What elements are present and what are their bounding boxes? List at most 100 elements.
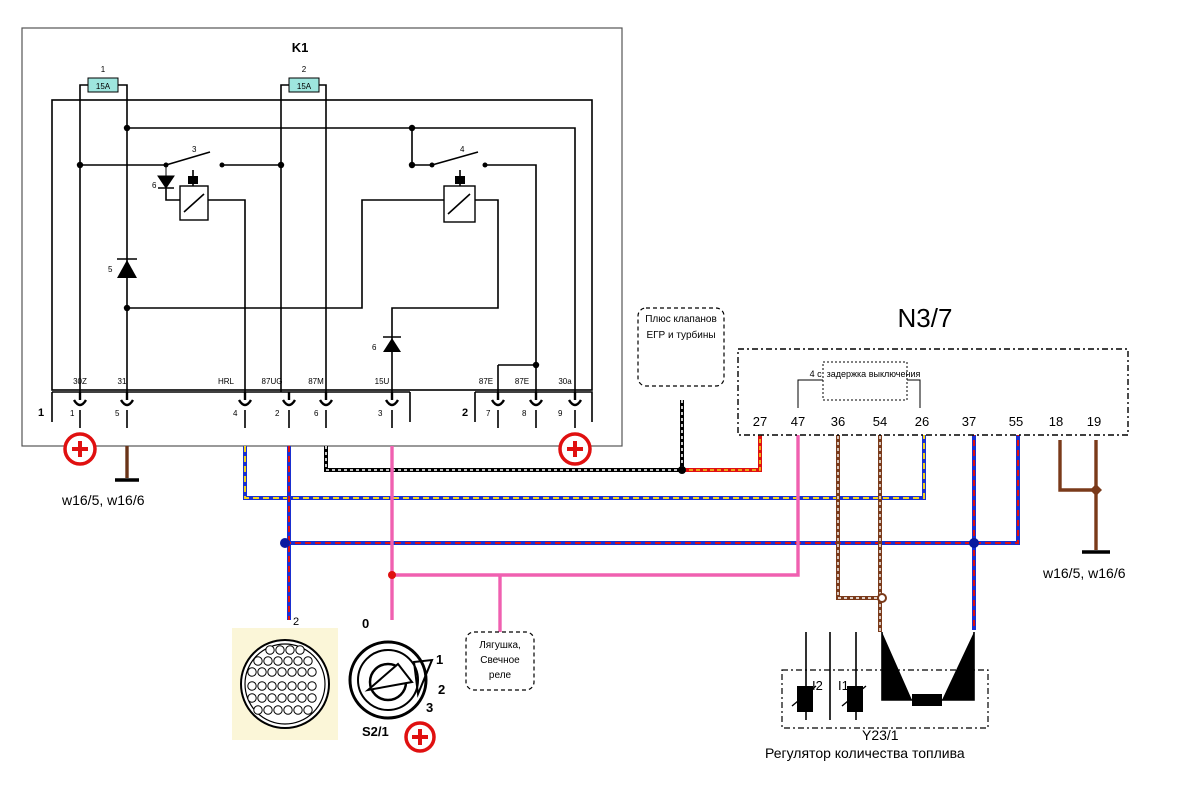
connector-pin xyxy=(277,681,287,691)
pin-num-1: 1 xyxy=(70,409,75,418)
glow-relay-note-text: Лягушка, Свечное реле xyxy=(479,640,521,681)
connector-pin xyxy=(303,705,313,715)
connector-2-num: 2 xyxy=(462,407,468,419)
pin-label-31: 31 xyxy=(118,377,127,386)
pin-label-87e-b: 87E xyxy=(515,377,529,386)
connector-pin xyxy=(267,693,277,703)
svg-text:6: 6 xyxy=(152,181,157,190)
fuel-quantity-regulator: I2 I1 Y23/1 Регулятор количества топлива xyxy=(765,632,989,761)
svg-text:1: 1 xyxy=(101,65,106,74)
pin-num-7: 7 xyxy=(486,409,491,418)
diode-6-upper: 6 xyxy=(152,165,180,201)
connector-pin xyxy=(297,693,307,703)
pin-label-87e-a: 87E xyxy=(479,377,493,386)
svg-text:5: 5 xyxy=(108,265,113,274)
n37-pin-36: 36 xyxy=(831,414,845,429)
connector-pin xyxy=(267,681,277,691)
ignition-label: S2/1 xyxy=(362,724,389,739)
n37-pin-18: 18 xyxy=(1049,414,1063,429)
connector-pin xyxy=(283,705,293,715)
plus-icon xyxy=(404,721,436,753)
egr-note: Плюс клапанов ЕГР и турбины xyxy=(637,307,725,387)
svg-text:15A: 15A xyxy=(297,82,312,91)
n37-delay-note: 4 с. задержка выключения xyxy=(810,369,921,379)
connector-pin xyxy=(273,656,283,666)
connector-pin xyxy=(287,681,297,691)
n37-delay-text: 4 с. задержка выключения xyxy=(810,369,921,379)
connector-pin xyxy=(257,693,267,703)
ground-label-right: w16/5, w16/6 xyxy=(1042,565,1126,581)
k1-relay-module: K1 1 15A 2 15A xyxy=(21,27,623,447)
plus-icon xyxy=(63,432,97,466)
connector-pin xyxy=(295,645,305,655)
connector-pin xyxy=(247,693,257,703)
ignition-pos-2: 2 xyxy=(438,682,445,697)
svg-text:3: 3 xyxy=(192,145,197,154)
pin-num-5: 5 xyxy=(115,409,120,418)
connector-pin xyxy=(293,705,303,715)
connector-pin xyxy=(263,705,273,715)
connector-pin xyxy=(253,656,263,666)
diode-5: 5 xyxy=(108,258,137,278)
ignition-pos-1: 1 xyxy=(436,652,443,667)
svg-text:2: 2 xyxy=(302,65,307,74)
connector-pin xyxy=(257,667,267,677)
connector-pin xyxy=(263,656,273,666)
ground-icon xyxy=(115,446,139,482)
connector-pin xyxy=(277,667,287,677)
connector-pin xyxy=(247,681,257,691)
connector-pin xyxy=(267,667,277,677)
connector-pin xyxy=(297,681,307,691)
plus-icon xyxy=(558,432,592,466)
n37-pin-54: 54 xyxy=(873,414,887,429)
ground-label-left: w16/5, w16/6 xyxy=(61,492,145,508)
svg-text:6: 6 xyxy=(372,343,377,352)
connector-pin xyxy=(285,645,295,655)
k1-pin-terminals xyxy=(72,392,583,407)
pin-label-30z: 30Z xyxy=(73,377,87,386)
y23-i1: I1 xyxy=(838,678,849,693)
n37-pin-37: 37 xyxy=(962,414,976,429)
n37-pin-47: 47 xyxy=(791,414,805,429)
y23-i2: I2 xyxy=(812,678,823,693)
diode-6-lower: 6 xyxy=(372,336,401,352)
fuse-1: 1 15A xyxy=(79,65,128,100)
connector-pins xyxy=(247,645,317,715)
connector-pin xyxy=(287,667,297,677)
ignition-switch: 0 1 2 3 S2/1 xyxy=(348,616,445,739)
pin-label-15u: 15U xyxy=(375,377,390,386)
connector-pin xyxy=(307,681,317,691)
connector-pin xyxy=(283,656,293,666)
n37-pin-27: 27 xyxy=(753,414,767,429)
connector-pin xyxy=(293,656,303,666)
relay-4: 4 xyxy=(429,145,488,223)
connector-pin xyxy=(275,645,285,655)
n37-title: N3/7 xyxy=(898,303,953,333)
svg-text:15A: 15A xyxy=(96,82,111,91)
ignition-pos-0: 0 xyxy=(362,616,369,631)
connector-pin xyxy=(247,667,257,677)
pin-label-87m: 87M xyxy=(308,377,324,386)
wires xyxy=(243,400,1102,632)
connector-num-label: 2 xyxy=(293,616,299,628)
connector-pin xyxy=(257,681,267,691)
egr-note-text: Плюс клапанов ЕГР и турбины xyxy=(645,314,717,341)
connector-pin xyxy=(253,705,263,715)
pin-num-8: 8 xyxy=(522,409,527,418)
connector-pin xyxy=(265,645,275,655)
connector-pin xyxy=(273,705,283,715)
connector-1-num: 1 xyxy=(38,407,44,419)
glow-relay-note: Лягушка, Свечное реле xyxy=(465,631,535,691)
connector-pin xyxy=(307,693,317,703)
pin-label-87ug: 87UG xyxy=(262,377,283,386)
connector-pin xyxy=(307,667,317,677)
pin-label-hrl: HRL xyxy=(218,377,235,386)
pin-num-4: 4 xyxy=(233,409,238,418)
y23-label: Y23/1 xyxy=(862,727,899,743)
connector-pin xyxy=(297,667,307,677)
n37-pin-19: 19 xyxy=(1087,414,1101,429)
relay-3: 3 xyxy=(163,145,225,221)
pin-num-9: 9 xyxy=(558,409,563,418)
pin-num-3: 3 xyxy=(378,409,383,418)
